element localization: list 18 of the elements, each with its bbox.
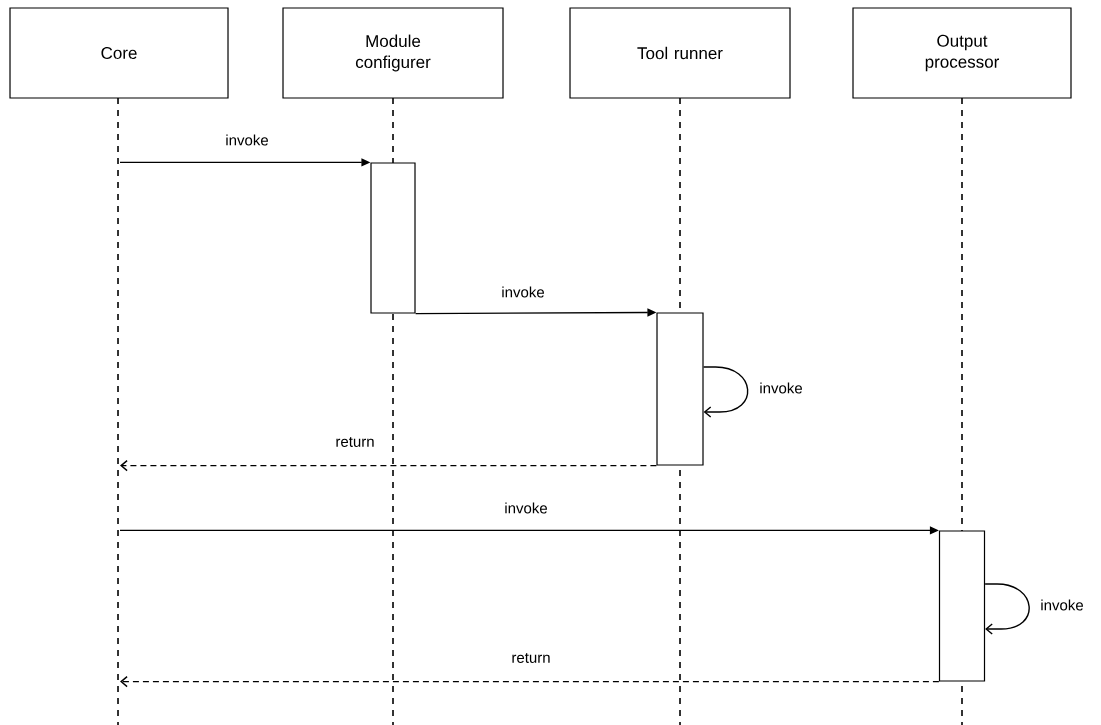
edge-label: return: [510, 652, 552, 664]
edge-label: invoke: [1039, 598, 1085, 612]
message-arrow: [120, 459, 658, 472]
participant-box: Module configurer: [282, 7, 504, 99]
participant-box: Tool runner: [569, 7, 791, 99]
message-arrow: [984, 583, 1030, 635]
participant-box: Output processor: [852, 7, 1072, 99]
edge-label: invoke: [758, 381, 804, 395]
message-arrow: [120, 675, 940, 688]
activation-bar: [370, 162, 416, 314]
edge-label: invoke: [503, 501, 549, 515]
edge-label: invoke: [500, 285, 546, 299]
edge-label: invoke: [224, 133, 270, 147]
edge-label: return: [334, 436, 376, 448]
activation-bar: [938, 530, 986, 682]
participant-box: Core: [9, 7, 229, 99]
message-arrow: [702, 366, 749, 418]
activation-bar: [656, 312, 704, 466]
